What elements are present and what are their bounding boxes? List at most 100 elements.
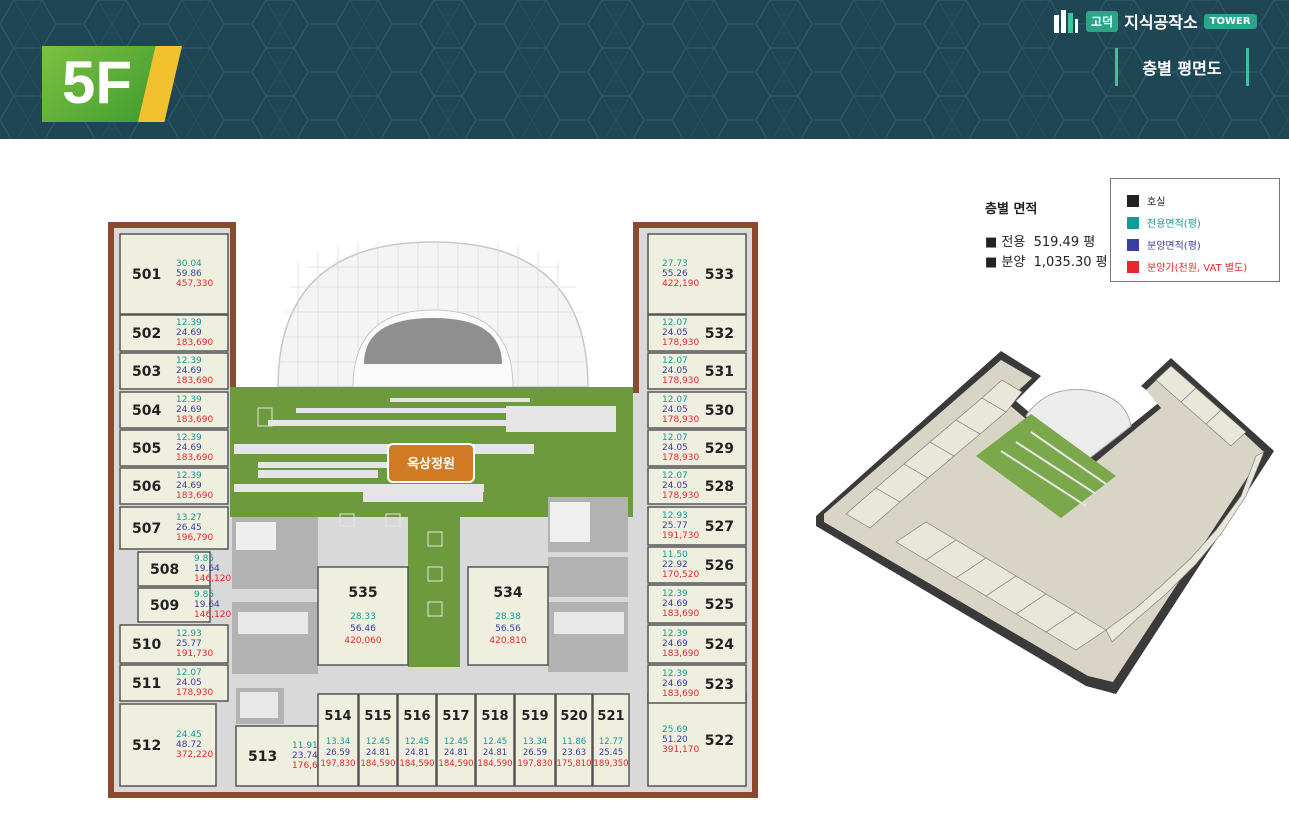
unit-price: 191,730 [662,531,699,541]
unit-room [647,664,747,704]
area-row-exclusive: ■ 전용 519.49 평 [985,231,1108,250]
unit-price: 184,590 [399,759,434,769]
unit-exclusive-area: 12.45 [366,737,390,747]
garden-planters [257,407,443,617]
unit-number: 514 [324,709,351,724]
iso-garden [976,414,1116,518]
legend-swatch [1127,216,1139,229]
unit-number: 507 [132,521,161,537]
unit-room [647,467,747,505]
unit-number: 502 [132,326,161,342]
unit-price: 184,590 [438,759,473,769]
legend-swatch [1127,260,1139,273]
unit-number: 511 [132,676,161,692]
unit-number: 501 [132,267,161,283]
unit-price: 178,930 [662,338,699,348]
unit-exclusive-area: 13.34 [326,737,350,747]
unit-sale-area: 24.69 [176,366,202,376]
unit-number: 523 [705,677,734,693]
unit-room [647,429,747,467]
unit-sale-area: 23.74 [292,751,318,761]
unit-price: 184,590 [360,759,395,769]
brand-name: 지식공작소 [1124,13,1198,32]
unit-price: 178,930 [662,453,699,463]
unit-exclusive-area: 12.45 [483,737,507,747]
unit-number: 525 [705,597,734,613]
unit-sale-area: 25.45 [599,748,623,758]
unit-exclusive-area: 11.91 [292,741,318,751]
unit-sale-area: 23.63 [562,748,586,758]
unit-sale-area: 24.05 [662,405,688,415]
unit-price: 420,060 [344,636,381,646]
legend-item: 분양면적(평) [1127,237,1201,252]
unit-price: 422,190 [662,279,699,289]
legend-item: 호실 [1127,193,1165,208]
unit-price: 457,330 [176,279,213,289]
unit-number: 524 [705,637,734,653]
unit-number: 530 [705,403,734,419]
unit-room [317,566,409,666]
unit-sale-area: 24.69 [176,328,202,338]
unit-exclusive-area: 12.07 [662,318,688,328]
unit-exclusive-area: 30.04 [176,259,202,269]
unit-sale-area: 24.69 [662,599,688,609]
unit-number: 512 [132,738,161,754]
unit-number: 504 [132,403,161,419]
unit-exclusive-area: 9.85 [194,554,214,564]
unit-price: 183,690 [176,453,213,463]
unit-exclusive-area: 27.73 [662,259,688,269]
unit-room [647,314,747,352]
unit-price: 183,690 [662,649,699,659]
unit-exclusive-area: 12.39 [662,629,688,639]
unit-sale-area: 24.05 [662,366,688,376]
unit-room [647,506,747,546]
unit-number: 503 [132,364,161,380]
unit-room [647,352,747,390]
unit-price: 197,830 [517,759,552,769]
unit-room [647,546,747,584]
unit-room [119,506,229,550]
unit-price: 146,120 [194,610,231,620]
unit-exclusive-area: 13.34 [523,737,547,747]
unit-exclusive-area: 12.39 [176,395,202,405]
unit-exclusive-area: 12.07 [662,433,688,443]
unit-room [467,566,549,666]
unit-number: 535 [348,585,377,601]
unit-price: 178,930 [662,376,699,386]
